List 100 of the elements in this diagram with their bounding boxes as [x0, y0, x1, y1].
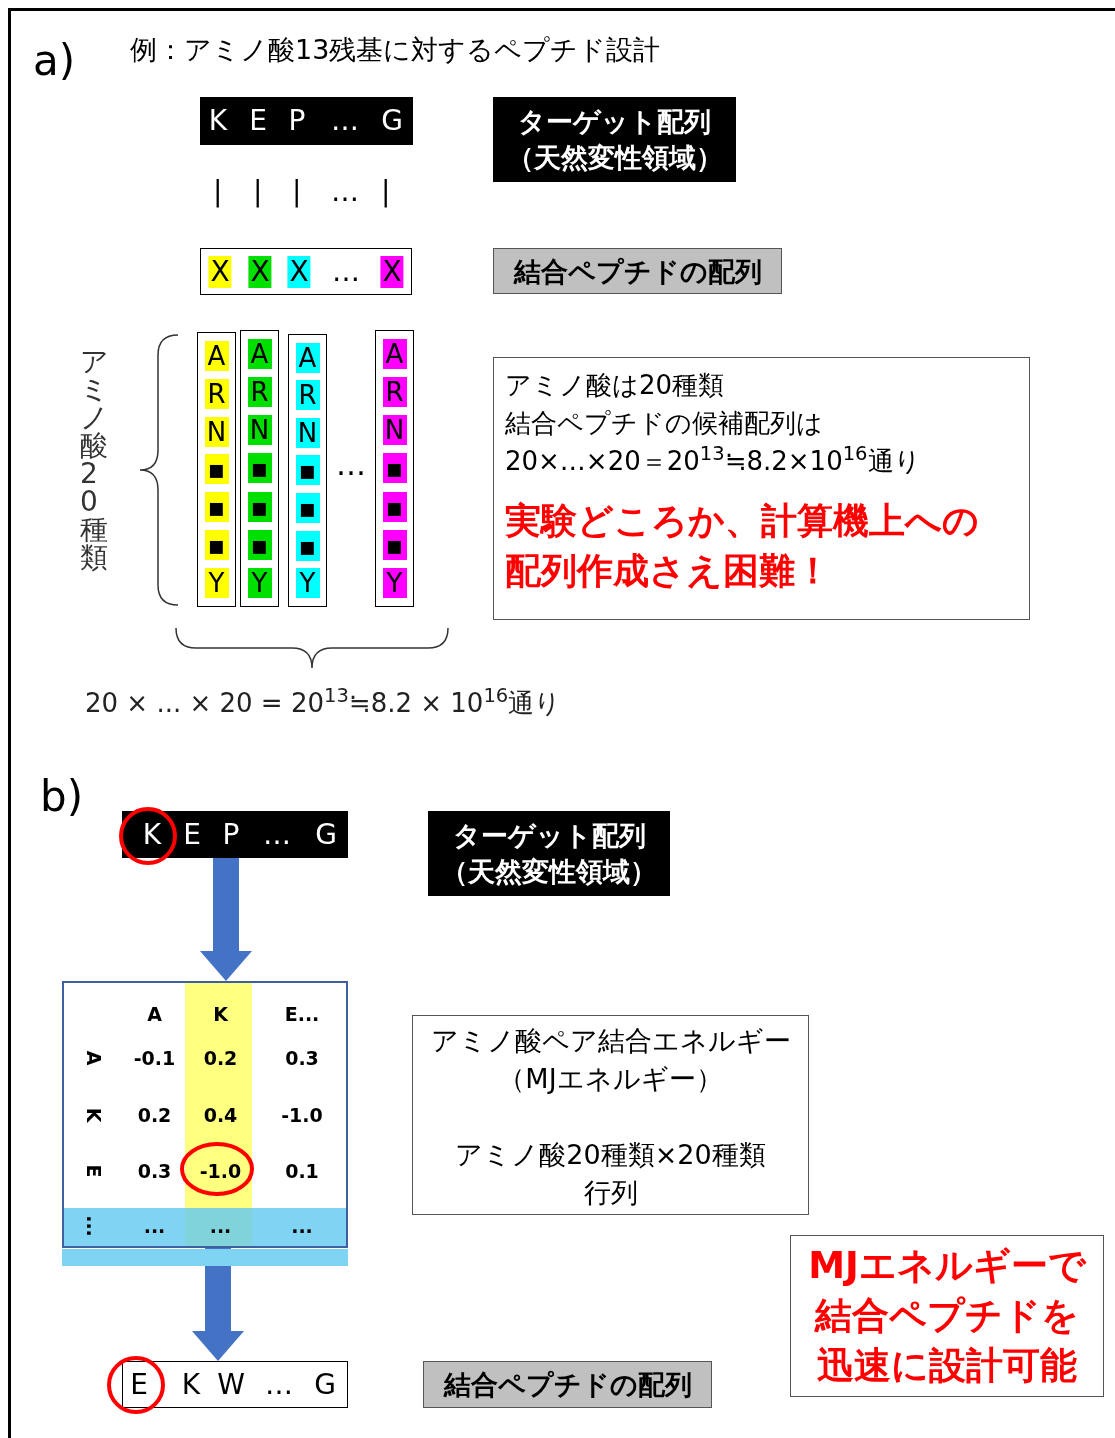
note-text: アミノ酸は20種類 — [505, 369, 726, 402]
residue-letter: ▪ — [247, 491, 272, 522]
residue-letter: ▪ — [204, 454, 229, 485]
residue-letter: K — [142, 820, 162, 849]
note-text: 結合ペプチドの候補配列は — [505, 407, 824, 440]
example-heading: 例：アミノ酸13残基に対するペプチド設計 — [130, 36, 661, 63]
residue-letter: ▪ — [295, 455, 320, 486]
matrix-value: -0.1 — [133, 1048, 176, 1068]
sequence-box — [200, 248, 412, 295]
alignment-mark: | — [253, 178, 263, 206]
column-box — [240, 330, 279, 607]
residue-letter: ▪ — [204, 530, 229, 561]
note-text: 20×…×20＝20$^{13}$≒8.2×10$^{16}$通り — [505, 442, 922, 478]
residue-letter: E — [249, 107, 267, 135]
alignment-mark: | — [381, 178, 391, 206]
residue-letter: R — [382, 377, 407, 408]
residue-letter: Y — [204, 568, 229, 598]
residue-letter: A — [247, 339, 272, 370]
sequence-label: 結合ペプチドの配列 — [513, 257, 762, 285]
residue-letter: A — [204, 340, 229, 371]
residue-letter: X — [287, 255, 311, 288]
label-box — [493, 97, 736, 182]
text-box — [412, 1015, 809, 1215]
sequence-box — [200, 97, 413, 145]
residue-letter: ▪ — [247, 453, 272, 484]
text-box — [493, 357, 1030, 620]
matrix-header: K — [83, 1107, 103, 1123]
residue-letter: X — [380, 255, 404, 288]
matrix-value: 0.1 — [285, 1161, 319, 1181]
note-text: アミノ酸20種類×20種類行列 — [454, 1138, 767, 1210]
residue-letter: Y — [295, 568, 320, 599]
matrix-header: K — [213, 1004, 228, 1024]
matrix-value: ... — [291, 1216, 313, 1236]
residue-letter: … — [263, 820, 291, 849]
matrix-value: 0.3 — [285, 1048, 319, 1068]
matrix-header: A — [83, 1050, 103, 1066]
matrix-header: ... — [83, 1215, 103, 1237]
residue-letter: N — [295, 417, 320, 448]
residue-letter: ▪ — [295, 493, 320, 524]
matrix-header: E... — [284, 1004, 320, 1024]
residue-letter: … — [265, 1370, 293, 1399]
alignment-mark: | — [213, 178, 223, 206]
residue-letter: P — [222, 820, 240, 849]
residue-letter: K — [181, 1370, 201, 1399]
vertical-label: アミノ酸20種類 — [80, 348, 108, 572]
panel-label: b) — [40, 776, 84, 818]
residue-letter: Y — [382, 567, 407, 598]
residue-letter: ▪ — [382, 453, 407, 484]
sequence-label: ターゲット配列（天然変性領域） — [505, 104, 724, 175]
residue-letter: K — [208, 107, 228, 135]
residue-letter: R — [295, 380, 320, 411]
formula-text: 20 × ... × 20 = 20$^{13}$≒8.2 × 10$^{16}$通り — [85, 690, 562, 716]
residue-letter: Y — [247, 567, 272, 598]
note-text: アミノ酸ペア結合エネルギー（MJエネルギー） — [429, 1024, 792, 1096]
residue-letter: N — [247, 415, 272, 446]
residue-letter: E — [130, 1370, 148, 1399]
column-box — [375, 330, 414, 607]
sequence-box — [122, 1361, 348, 1408]
matrix-header: E — [83, 1164, 103, 1178]
label-box — [428, 811, 670, 896]
residue-letter: E — [183, 820, 201, 849]
residue-letter: ▪ — [204, 492, 229, 523]
matrix-value: -1.0 — [199, 1161, 242, 1181]
ellipsis: … — [336, 450, 366, 480]
arrow — [200, 858, 252, 981]
conclusion-text: MJエネルギーで結合ペプチドを迅速に設計可能 — [807, 1243, 1088, 1389]
residue-letter: … — [331, 255, 361, 288]
residue-letter: A — [382, 339, 407, 370]
residue-letter: N — [382, 415, 407, 446]
matrix-value: ... — [143, 1216, 166, 1236]
residue-letter: W — [217, 1370, 245, 1399]
sequence-box — [122, 811, 348, 858]
residue-letter: A — [295, 342, 320, 373]
alignment-mark: … — [331, 178, 359, 206]
label-box — [493, 248, 782, 294]
sequence-label: 結合ペプチドの配列 — [443, 1371, 692, 1398]
residue-letter: G — [314, 1370, 336, 1399]
residue-letter: X — [208, 255, 232, 288]
residue-letter: ▪ — [382, 529, 407, 560]
matrix-table — [62, 981, 348, 1248]
label-box — [423, 1361, 712, 1408]
matrix-value: -1.0 — [281, 1105, 323, 1125]
residue-letter: N — [204, 416, 229, 447]
residue-letter: R — [247, 377, 272, 408]
matrix-value: ... — [209, 1216, 232, 1236]
text-box — [790, 1235, 1104, 1397]
matrix-value: 0.4 — [203, 1105, 238, 1125]
residue-letter: … — [331, 107, 359, 135]
panel-label: a) — [33, 40, 76, 82]
warning-text: 実験どころか、計算機上への配列作成さえ困難！ — [505, 499, 980, 593]
residue-letter: G — [315, 820, 337, 849]
matrix-header: A — [147, 1004, 162, 1024]
residue-letter: R — [204, 378, 229, 409]
matrix-value: 0.3 — [137, 1161, 172, 1181]
matrix-value: 0.2 — [203, 1048, 238, 1068]
residue-letter: ▪ — [247, 529, 272, 560]
residue-letter: P — [288, 107, 306, 135]
alignment-mark: | — [292, 178, 302, 206]
residue-letter: X — [248, 255, 272, 288]
residue-letter: G — [381, 107, 403, 135]
